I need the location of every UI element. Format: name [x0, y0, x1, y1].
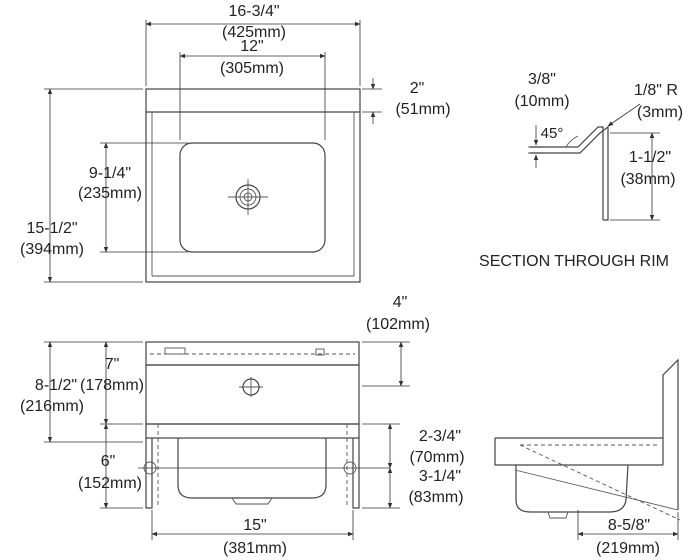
total-height-label: 8-1/2" — [35, 377, 77, 394]
bowl-width-label: 12" — [240, 38, 263, 55]
rim-radius-metric: (3mm) — [637, 104, 683, 121]
bowl-depth-metric: (235mm) — [78, 185, 142, 202]
apron-lower-label: 3-1/4" — [419, 468, 461, 485]
top-view-bowl — [179, 142, 326, 253]
overall-width-label: 16-3/4" — [228, 3, 279, 20]
top-view-drain — [228, 179, 268, 215]
front-backsplash-top — [145, 341, 360, 366]
front-view: 4" (102mm) 7" (178mm) 8-1/2" (216mm) 6" … — [20, 294, 465, 557]
rim-section-title: SECTION THROUGH RIM — [479, 253, 669, 270]
overall-width-metric: (425mm) — [222, 24, 286, 41]
total-height-metric: (216mm) — [20, 398, 84, 415]
side-projection-label: 8-5/8" — [608, 517, 650, 534]
side-projection-metric: (219mm) — [596, 540, 660, 557]
top-height-metric: (102mm) — [366, 316, 430, 333]
bowl-height-metric: (152mm) — [78, 475, 142, 492]
rim-depth-label: 2" — [410, 80, 425, 97]
towel-slot — [315, 348, 325, 356]
bowl-depth-label: 9-1/4" — [89, 165, 131, 182]
front-rim — [145, 423, 360, 439]
bowl-width-metric: (305mm) — [220, 60, 284, 77]
side-rim — [494, 437, 664, 466]
top-height-label: 4" — [393, 294, 408, 311]
splash-height-metric: (178mm) — [80, 377, 144, 394]
bottom-width-metric: (381mm) — [223, 540, 287, 557]
apron-upper-metric: (70mm) — [409, 449, 464, 466]
rim-radius-label: 1/8" R — [634, 82, 678, 99]
apron-upper-label: 2-3/4" — [419, 428, 461, 445]
rim-angle-label: 45° — [541, 125, 564, 142]
front-bowl — [177, 438, 327, 499]
side-bowl — [515, 464, 629, 513]
rim-profile-inner — [530, 125, 609, 221]
rim-drop-metric: (38mm) — [620, 171, 675, 188]
rim-drop-label: 1-1/2" — [629, 149, 671, 166]
apron-lower-metric: (83mm) — [408, 489, 463, 506]
top-view: 16-3/4" (425mm) 12" (305mm) 2" (51mm) 9-… — [20, 3, 451, 283]
side-view: 8-5/8" (219mm) — [494, 358, 681, 557]
soap-slot — [164, 347, 186, 355]
splash-height-label: 7" — [105, 356, 120, 373]
overall-depth-metric: (394mm) — [20, 241, 84, 258]
overall-depth-label: 15-1/2" — [26, 220, 77, 237]
rim-width-metric: (10mm) — [514, 93, 569, 110]
rim-profile-outer — [530, 126, 604, 220]
bowl-height-label: 6" — [101, 453, 116, 470]
top-view-outline — [145, 88, 361, 283]
side-backsplash — [662, 358, 679, 510]
bottom-width-label: 15" — [243, 517, 266, 534]
rim-width-label: 3/8" — [528, 71, 556, 88]
rim-section: 45° 3/8" (10mm) 1/8" R (3mm) 1-1/2" (38m… — [479, 71, 683, 270]
front-drain — [231, 497, 273, 505]
rim-depth-metric: (51mm) — [395, 101, 450, 118]
